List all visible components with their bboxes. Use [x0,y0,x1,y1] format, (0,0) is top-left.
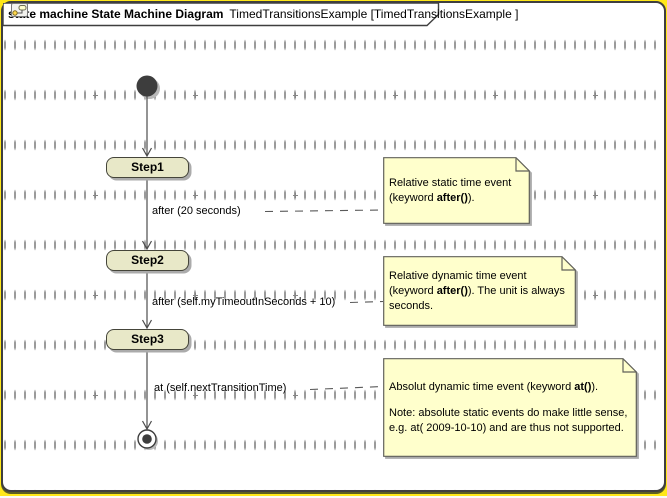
note-anchor-2[interactable] [349,300,384,304]
grid-cross [293,293,298,298]
state-step3[interactable]: Step3 [106,329,189,350]
grid-cross [493,93,498,98]
grid-cross [293,393,298,398]
diagram-title: state machine State Machine Diagram Timed… [8,3,518,25]
final-state-dot [142,434,152,444]
grid-cross [393,93,398,98]
note-absolute-dynamic[interactable]: Absolut dynamic time event (keyword at()… [383,358,637,457]
grid-cross [93,93,98,98]
grid-cross [93,393,98,398]
grid-cross [293,93,298,98]
arrowhead [141,420,153,431]
diagram-name-label: TimedTransitionsExample [ [229,7,374,21]
state-step2[interactable]: Step2 [106,250,189,271]
frame-bottom-edge [0,496,667,498]
grid-cross [293,193,298,198]
state-name: Step2 [131,253,164,267]
state-name: Step3 [131,332,164,346]
arrowhead [141,147,153,158]
grid-cross [593,293,598,298]
grid-cross [593,193,598,198]
grid-cross [93,293,98,298]
note-shape [383,157,530,224]
diagram-kind-label: state machine State Machine Diagram [8,7,224,21]
note-text: Absolut dynamic time event (keyword at()… [389,380,628,434]
note-anchor-1[interactable] [264,209,384,213]
state-name: Step1 [131,160,164,174]
grid-cross [193,293,198,298]
grid-cross [193,93,198,98]
arrowhead [141,240,153,251]
note-relative-dynamic[interactable]: Relative dynamic time event (keyword aft… [383,256,576,326]
note-relative-static[interactable]: Relative static time event (keyword afte… [383,157,530,224]
note-text: Relative dynamic time event (keyword aft… [389,269,565,312]
note-anchor-3[interactable] [309,385,384,391]
state-machine-diagram-icon [11,3,28,17]
arrowhead [141,319,153,330]
transition-label-after-20s[interactable]: after (20 seconds) [152,205,241,217]
grid-cross [193,393,198,398]
state-step1[interactable]: Step1 [106,157,189,178]
note-shape [383,358,637,457]
diagram-ref-label: TimedTransitionsExample ] [373,7,519,21]
tab-shape [3,3,440,27]
grid-cross [93,193,98,198]
note-shape [383,256,576,326]
note-text: Relative static time event (keyword afte… [389,176,512,204]
grid-cross [193,193,198,198]
transition-label-after-dynamic[interactable]: after (self.myTimeoutInSeconds + 10) [152,296,336,308]
transition-label-at[interactable]: at (self.nextTransitionTime) [154,382,287,394]
initial-state[interactable] [136,75,158,97]
grid-cross [593,93,598,98]
diagram-title-tab[interactable]: state machine State Machine Diagram Timed… [3,3,518,27]
